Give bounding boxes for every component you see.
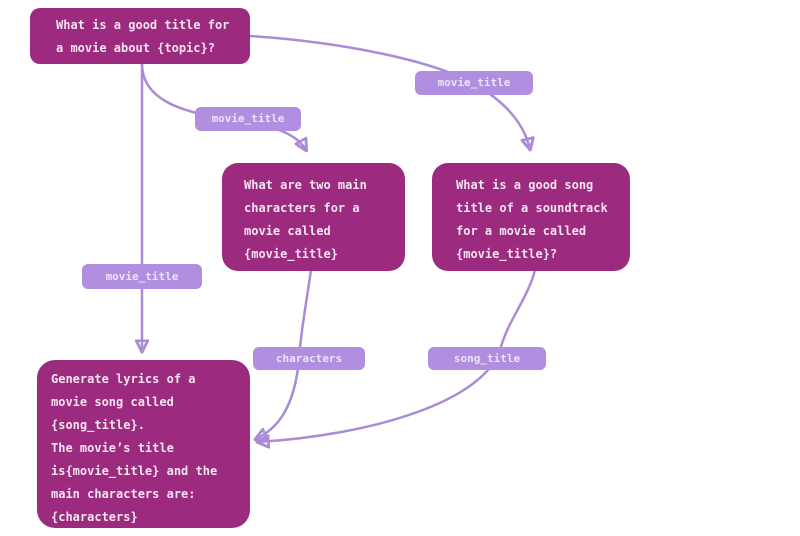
node-title-prompt-text: What is a good title for a movie about {… [56,18,230,55]
node-song-prompt-text: What is a good song title of a soundtrac… [456,178,608,261]
node-characters-prompt: What are two main characters for a movie… [222,163,405,271]
node-lyrics-prompt: Generate lyrics of a movie song called {… [37,360,250,528]
node-song-prompt: What is a good song title of a soundtrac… [432,163,630,271]
edge-label-movie-title-left: movie_title [82,264,202,289]
edge-label-characters: characters [253,347,365,370]
edge-label-movie-title-mid: movie_title [195,107,301,131]
node-lyrics-prompt-text: Generate lyrics of a movie song called {… [51,372,218,524]
edge-label-song-title: song_title [428,347,546,370]
node-title-prompt: What is a good title for a movie about {… [30,8,250,64]
node-characters-prompt-text: What are two main characters for a movie… [244,178,367,261]
edge-song-to-lyrics [258,269,537,442]
edge-label-movie-title-right: movie_title [415,71,533,95]
